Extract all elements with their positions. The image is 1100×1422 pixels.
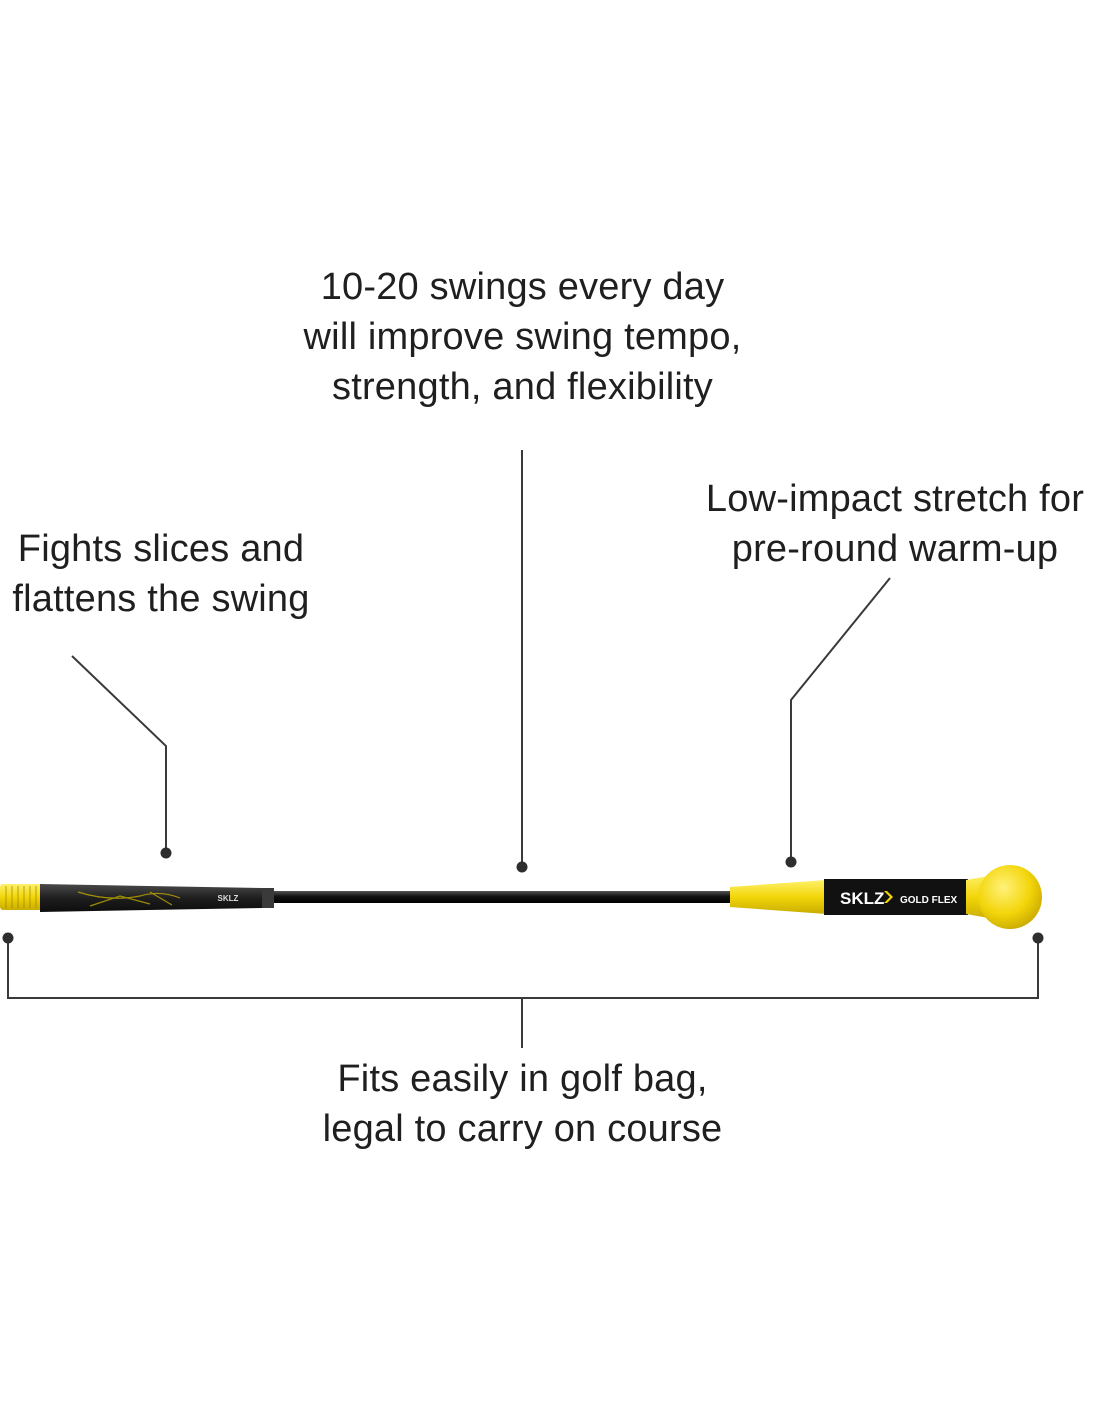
grip-pattern-icon (77, 891, 181, 907)
grip-cap-texture-icon (5, 886, 37, 908)
swing-trainer: SKLZ SKLZ GOLD FLEX (0, 865, 1042, 929)
leader-stretch (785, 577, 891, 868)
callout-stretch-line-1: Low-impact stretch for (705, 478, 1085, 520)
bracket-right-dot (1032, 932, 1044, 944)
callout-slices-line-1: Fights slices and (17, 528, 305, 570)
shaft (274, 891, 734, 903)
grip (40, 884, 274, 912)
brand-logo-text: SKLZ (840, 889, 884, 908)
leader-stretch-dot (785, 856, 797, 868)
callout-bag-line-2: legal to carry on course (322, 1108, 723, 1150)
yellow-sleeve (730, 880, 826, 914)
callout-bag-line-1: Fits easily in golf bag, (337, 1058, 708, 1100)
grip-ferrule (262, 888, 274, 908)
callout-slices-line-2: flattens the swing (12, 578, 310, 620)
callout-bag: Fits easily in golf bag, legal to carry … (270, 1054, 775, 1154)
callout-tempo-line-2: will improve swing tempo, (303, 316, 742, 358)
callout-tempo-line-3: strength, and flexibility (332, 366, 713, 408)
weighted-ball-head (978, 865, 1042, 929)
callout-stretch: Low-impact stretch for pre-round warm-up (690, 474, 1100, 574)
grip-brand-label: SKLZ (218, 894, 239, 903)
callout-slices: Fights slices and flattens the swing (0, 524, 322, 624)
callout-stretch-line-2: pre-round warm-up (731, 528, 1059, 570)
model-label: GOLD FLEX (900, 895, 958, 906)
leader-tempo-dot (516, 861, 528, 873)
leader-slices (71, 655, 172, 859)
callout-tempo-line-1: 10-20 swings every day (320, 266, 725, 308)
leader-tempo (516, 450, 528, 873)
brand-chevron-icon (884, 891, 893, 903)
length-bracket (2, 932, 1044, 1048)
callout-tempo: 10-20 swings every day will improve swin… (260, 262, 785, 412)
grip-end-cap (0, 884, 42, 910)
leader-slices-dot (160, 847, 172, 859)
bracket-left-dot (2, 932, 14, 944)
label-band (824, 879, 968, 915)
